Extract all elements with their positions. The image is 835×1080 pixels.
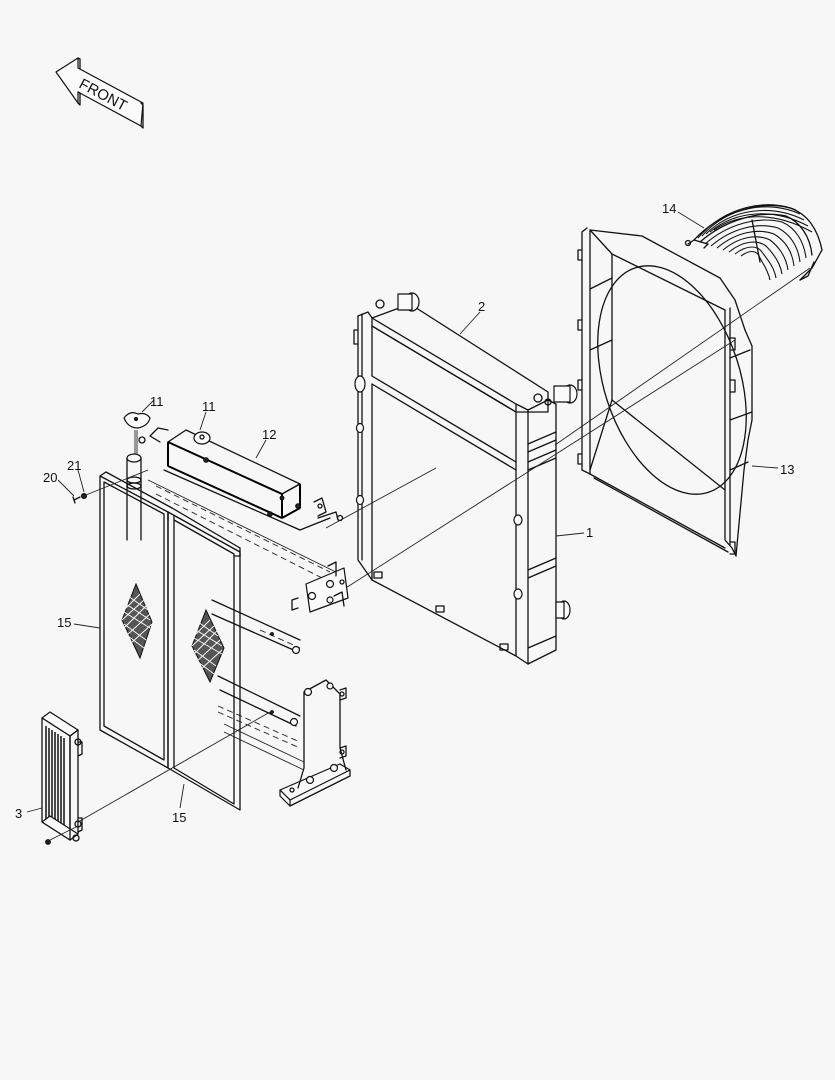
oil-cooler-part-3 [26, 711, 83, 845]
lower-bracket [223, 679, 351, 807]
callout-13: 13 [780, 462, 795, 477]
callout-12: 12 [262, 427, 277, 442]
cap-part-11 [123, 399, 207, 454]
callout-15a: 15 [57, 615, 72, 630]
fan-guard-part-14 [677, 204, 823, 281]
front-arrow-icon: FRONT [55, 57, 144, 129]
callout-15b: 15 [172, 810, 187, 825]
callout-1: 1 [586, 525, 594, 540]
upper-bracket [291, 561, 349, 613]
callout-21: 21 [67, 458, 82, 473]
callout-20: 20 [43, 470, 58, 485]
callout-3: 3 [15, 806, 23, 821]
radiator-assembly-part-1-2 [325, 292, 585, 665]
callout-11b: 11 [202, 399, 216, 414]
callout-2: 2 [478, 299, 486, 314]
filler-neck [126, 453, 142, 541]
callout-14: 14 [662, 201, 677, 216]
screen-panels-part-15 [73, 471, 241, 811]
reserve-tank-part-12 [149, 427, 344, 531]
mounting-rails [147, 479, 341, 749]
mesh-grille-right [191, 608, 225, 684]
mesh-grille-left [121, 582, 153, 660]
fan-shroud-part-13 [577, 227, 779, 557]
bolt-washer-part-20-21 [57, 469, 149, 504]
callout-11a: 11 [150, 394, 164, 409]
